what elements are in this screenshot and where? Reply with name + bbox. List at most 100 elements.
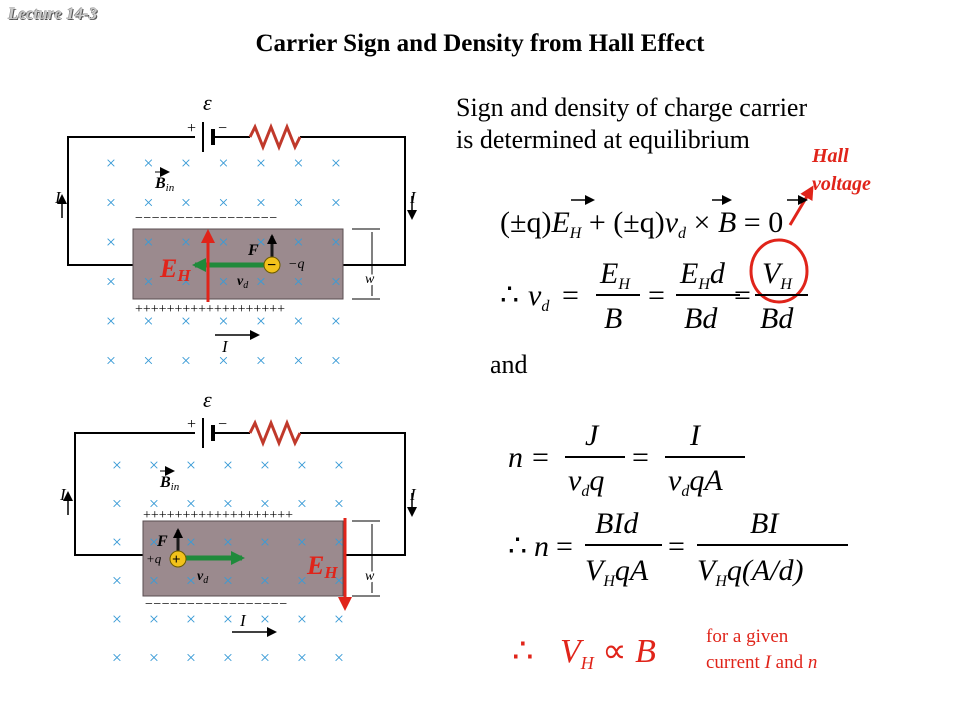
bottom-charge-carrier — [169, 550, 187, 568]
field-cross-icon: × — [149, 455, 159, 475]
field-cross-icon: × — [149, 571, 159, 591]
field-cross-icon: × — [297, 648, 307, 668]
bottom-slab-bottom-charges: −−−−−−−−−−−−−−−−− — [145, 597, 288, 612]
svg-text:VHq(A/d): VHq(A/d) — [697, 554, 804, 590]
field-cross-icon: × — [112, 532, 122, 552]
field-cross-icon: × — [143, 272, 153, 292]
field-cross-icon: × — [181, 272, 191, 292]
field-cross-icon: × — [293, 351, 303, 371]
field-cross-icon: × — [106, 193, 116, 213]
equation-density-from-hall: ∴ n = BId VHqA = BI VHq(A/d) — [508, 507, 848, 590]
bottom-emf-label: ε — [203, 387, 212, 412]
field-cross-icon: × — [260, 571, 270, 591]
svg-text:∴: ∴ — [512, 633, 534, 670]
note-density-symbol: n — [807, 652, 818, 673]
field-cross-icon: × — [223, 571, 233, 591]
field-cross-icon: × — [260, 532, 270, 552]
top-minus-sign: − — [218, 120, 227, 137]
field-cross-icon: × — [218, 311, 228, 331]
field-cross-icon: × — [149, 648, 159, 668]
field-cross-icon: × — [186, 571, 196, 591]
note-and: and — [770, 652, 808, 673]
field-cross-icon: × — [297, 609, 307, 629]
hall-voltage-highlight-circle — [749, 238, 809, 304]
field-cross-icon: × — [186, 455, 196, 475]
field-cross-icon: × — [218, 272, 228, 292]
field-cross-icon: × — [331, 272, 341, 292]
intro-line-1: Sign and density of charge carrier — [456, 93, 808, 122]
field-cross-icon: × — [293, 193, 303, 213]
field-cross-icon: × — [143, 193, 153, 213]
top-magnetic-field-crosses: ××××××××××××××××××××××××××××××××××××××××… — [106, 153, 341, 371]
top-charge-label: −q — [288, 257, 304, 272]
top-emf-label: ε — [203, 90, 212, 115]
top-plus-sign: + — [187, 120, 196, 137]
field-cross-icon: × — [218, 351, 228, 371]
field-cross-icon: × — [331, 232, 341, 252]
field-cross-icon: × — [186, 532, 196, 552]
field-cross-icon: × — [334, 494, 344, 514]
note-line-2: current I and n — [706, 650, 817, 676]
bottom-force-label: F — [156, 533, 168, 550]
lecture-label: Lecture 14-3 — [8, 4, 98, 23]
svg-text:Bd: Bd — [684, 302, 718, 335]
field-cross-icon: × — [334, 571, 344, 591]
field-cross-icon: × — [331, 351, 341, 371]
bottom-hall-field-label: EH — [306, 551, 338, 582]
top-left-wire — [67, 136, 195, 266]
hall-voltage-pointer-arrow — [788, 185, 814, 226]
field-cross-icon: × — [218, 153, 228, 173]
field-cross-icon: × — [256, 351, 266, 371]
top-slab-top-charges: −−−−−−−−−−−−−−−−− — [135, 211, 278, 226]
field-cross-icon: × — [181, 232, 191, 252]
field-cross-icon: × — [260, 609, 270, 629]
svg-text:VH ∝ B: VH ∝ B — [560, 633, 656, 673]
bottom-current-left: I — [59, 485, 67, 504]
bottom-circuit-diagram: ε + − I I ××××××××××××××××××××××××××××××… — [59, 387, 417, 668]
svg-text:=: = — [648, 279, 665, 312]
field-cross-icon: × — [112, 455, 122, 475]
field-cross-icon: × — [331, 153, 341, 173]
field-cross-icon: × — [186, 648, 196, 668]
top-b-field-label: Bin — [154, 175, 175, 194]
bottom-right-wire — [300, 432, 406, 556]
svg-text:I: I — [689, 419, 702, 452]
top-force-label: F — [247, 242, 259, 259]
bottom-resistor — [248, 418, 302, 448]
equation-carrier-density: n = J vdq = I vdqA — [508, 419, 745, 500]
field-cross-icon: × — [256, 232, 266, 252]
field-cross-icon: × — [143, 232, 153, 252]
top-circuit-diagram: ε + − I I ××××××××××××××××××××××××××××××… — [54, 90, 417, 371]
field-cross-icon: × — [297, 532, 307, 552]
field-cross-icon: × — [260, 648, 270, 668]
field-cross-icon: × — [149, 532, 159, 552]
top-current-left: I — [54, 188, 62, 207]
svg-text:B: B — [604, 302, 622, 335]
svg-text:VHqA: VHqA — [585, 554, 649, 590]
field-cross-icon: × — [223, 648, 233, 668]
field-cross-icon: × — [106, 272, 116, 292]
note-line-1: for a given — [706, 626, 789, 647]
top-width-label: w — [365, 272, 375, 287]
field-cross-icon: × — [186, 609, 196, 629]
field-cross-icon: × — [112, 494, 122, 514]
hall-label-line-2: voltage — [812, 173, 871, 195]
bottom-b-field-label: Bin — [159, 474, 180, 493]
bottom-magnetic-field-crosses: ××××××××××××××××××××××××××××××××××××××××… — [112, 455, 344, 668]
slide-title: Carrier Sign and Density from Hall Effec… — [255, 30, 705, 57]
svg-text:BI: BI — [750, 507, 780, 540]
field-cross-icon: × — [218, 193, 228, 213]
svg-text:=: = — [556, 530, 573, 563]
svg-text:VH: VH — [762, 257, 793, 293]
bottom-current-bottom: I — [239, 611, 247, 630]
top-carrier-sign: − — [267, 257, 276, 274]
bottom-current-right: I — [409, 485, 417, 504]
field-cross-icon: × — [112, 571, 122, 591]
svg-text:n: n — [508, 441, 523, 474]
field-cross-icon: × — [181, 193, 191, 213]
equation-force-balance: (±q)EH + (±q)vd × B = 0 — [500, 195, 808, 242]
field-cross-icon: × — [334, 455, 344, 475]
svg-text:(±q)EH + (±q)vd × B = 0: (±q)EH + (±q)vd × B = 0 — [500, 206, 783, 242]
